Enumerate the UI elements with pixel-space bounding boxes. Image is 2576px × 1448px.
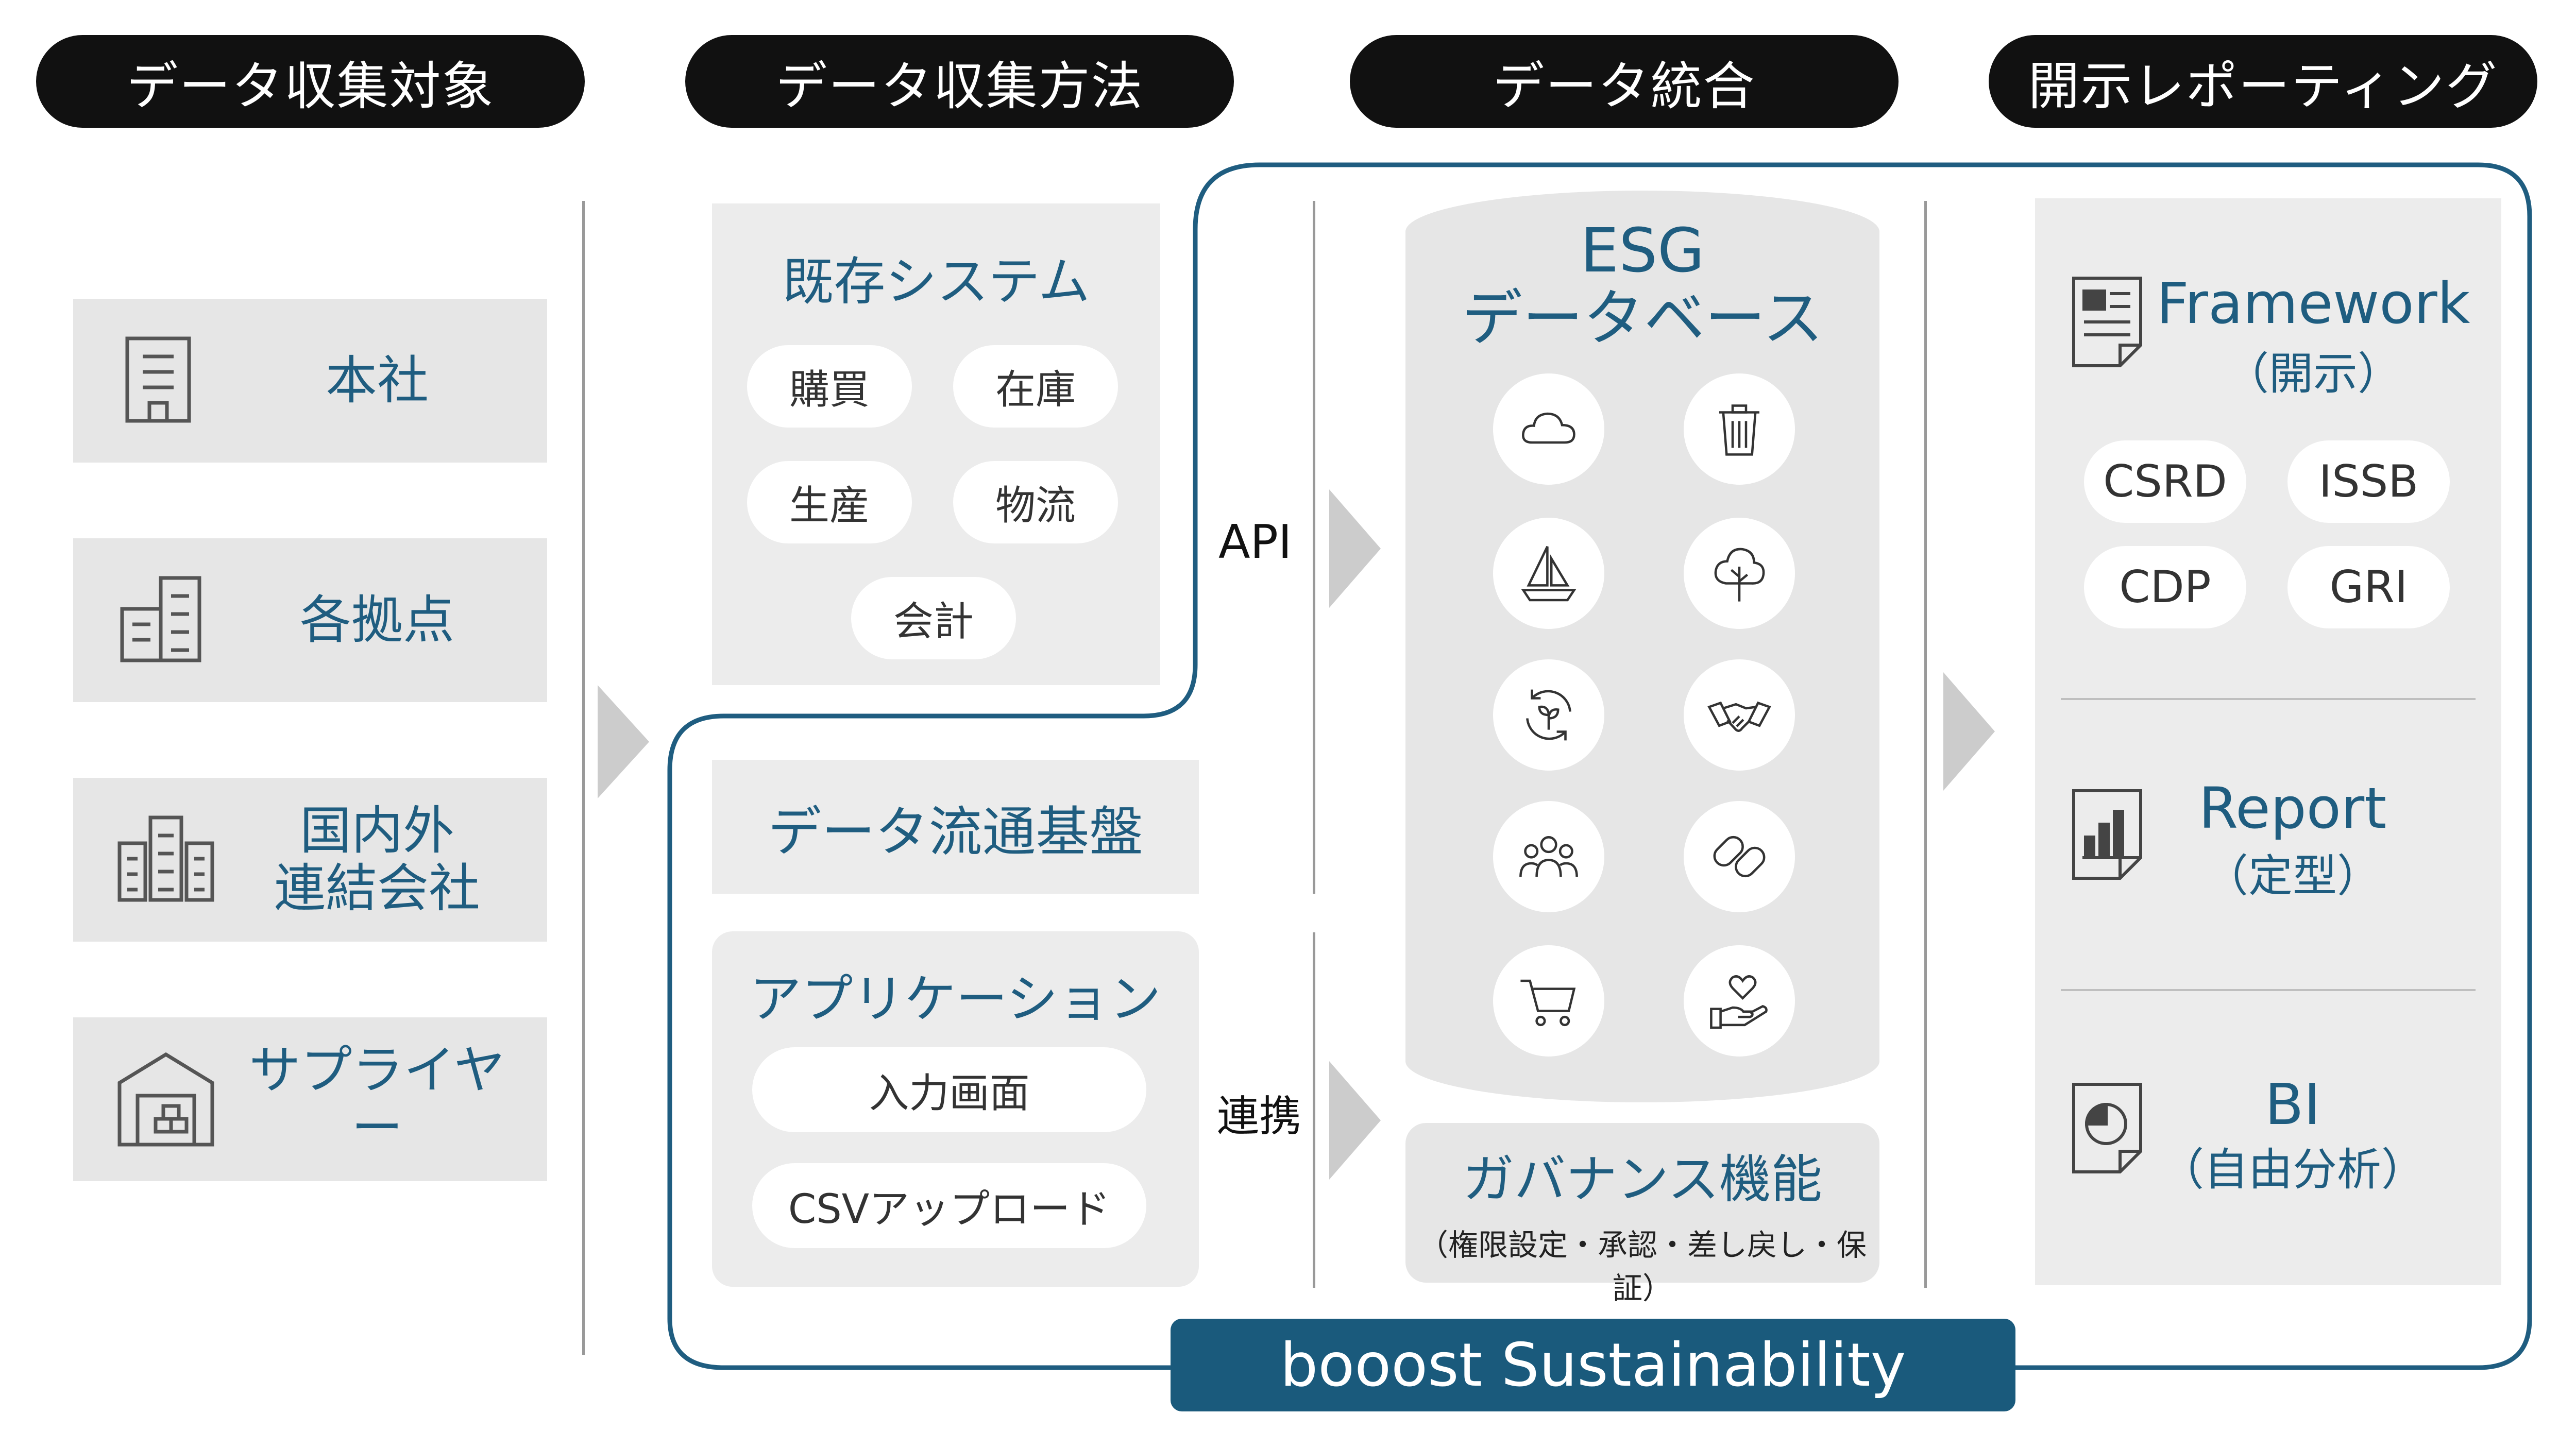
chip-accounting: 会計 [851, 577, 1016, 659]
handshake-icon [1684, 659, 1795, 771]
esg-database-cylinder [1405, 191, 1879, 1102]
chip-cdp: CDP [2084, 546, 2246, 628]
flow-arrow-3 [1943, 672, 1995, 791]
flow-arrow-1 [598, 685, 649, 798]
reporting-divider [2061, 698, 2476, 700]
existing-systems-panel: 既存システム 購買 在庫 生産 物流 会計 [712, 203, 1160, 685]
data-platform-label: データ流通基盤 [768, 800, 1143, 863]
office-building-icon [114, 333, 202, 428]
governance-panel: ガバナンス機能 （権限設定・承認・差し戻し・保証） [1405, 1123, 1879, 1306]
flow-arrow-api [1329, 489, 1381, 608]
cloud-icon [1493, 373, 1604, 485]
header-disclosure-reporting: 開示レポーティング [1989, 35, 2537, 128]
link-label: 連携 [1217, 1092, 1302, 1141]
trash-icon [1684, 373, 1795, 485]
chip-logistics: 物流 [953, 461, 1118, 543]
bar-chart-document-icon [2071, 788, 2143, 883]
heart-hand-icon [1684, 945, 1795, 1057]
chip-inventory: 在庫 [953, 345, 1118, 428]
governance-title: ガバナンス機能 [1463, 1149, 1822, 1209]
governance-subtitle: （権限設定・承認・差し戻し・保証） [1418, 1228, 1867, 1306]
tree-icon [1684, 518, 1795, 629]
column-divider [582, 201, 585, 1355]
sailboat-icon [1493, 518, 1604, 629]
chip-issb: ISSB [2287, 440, 2450, 523]
pie-chart-document-icon [2071, 1082, 2143, 1177]
bi-title: BI [2265, 1071, 2320, 1137]
document-icon [2071, 276, 2143, 370]
source-label: 各拠点 [300, 590, 454, 650]
esg-title-line2: データベース [1461, 283, 1824, 354]
source-headquarters: 本社 [73, 299, 547, 463]
data-platform-panel: データ流通基盤 [712, 760, 1199, 894]
header-collection-methods: データ収集方法 [685, 35, 1234, 128]
api-label: API [1218, 515, 1292, 569]
header-data-integration: データ統合 [1350, 35, 1899, 128]
application-title: アプリケーション [750, 969, 1161, 1029]
warehouse-icon [114, 1047, 217, 1152]
city-buildings-icon [114, 812, 217, 907]
flow-arrow-link [1329, 1061, 1381, 1180]
reporting-divider [2061, 989, 2476, 991]
existing-systems-title: 既存システム [782, 251, 1090, 312]
application-panel: アプリケーション 入力画面 CSVアップロード [712, 931, 1199, 1287]
source-consolidated-companies: 国内外 連結会社 [73, 778, 547, 942]
chip-production: 生産 [747, 461, 912, 543]
connector-line-link [1313, 932, 1315, 1288]
column-divider [1924, 201, 1927, 1288]
product-name-badge: booost Sustainability [1171, 1319, 2015, 1411]
header-collection-targets: データ収集対象 [36, 35, 585, 128]
framework-title: Framework [2156, 270, 2470, 336]
chip-input-screen: 入力画面 [752, 1047, 1146, 1132]
esg-title-line1: ESG [1580, 215, 1705, 286]
source-suppliers: サプライヤー [73, 1017, 547, 1181]
people-icon [1493, 801, 1604, 912]
recycle-sprout-icon [1493, 659, 1604, 771]
source-label: 本社 [326, 350, 429, 411]
chip-csv-upload: CSVアップロード [752, 1163, 1146, 1248]
esg-database-title: ESG データベース [1405, 216, 1879, 352]
cart-icon [1493, 945, 1604, 1057]
chip-csrd: CSRD [2084, 440, 2246, 523]
report-title: Report [2198, 775, 2387, 841]
report-subtitle: （定型） [2204, 850, 2381, 902]
source-label: サプライヤー [249, 1040, 505, 1158]
framework-subtitle: （開示） [2225, 348, 2402, 400]
source-label: 国内外 連結会社 [274, 800, 480, 918]
source-sites: 各拠点 [73, 538, 547, 702]
chip-gri: GRI [2287, 546, 2450, 628]
buildings-icon [114, 573, 207, 668]
link-icon [1684, 801, 1795, 912]
chip-purchasing: 購買 [747, 345, 912, 428]
connector-line-api [1313, 201, 1315, 894]
bi-subtitle: （自由分析） [2160, 1144, 2426, 1196]
